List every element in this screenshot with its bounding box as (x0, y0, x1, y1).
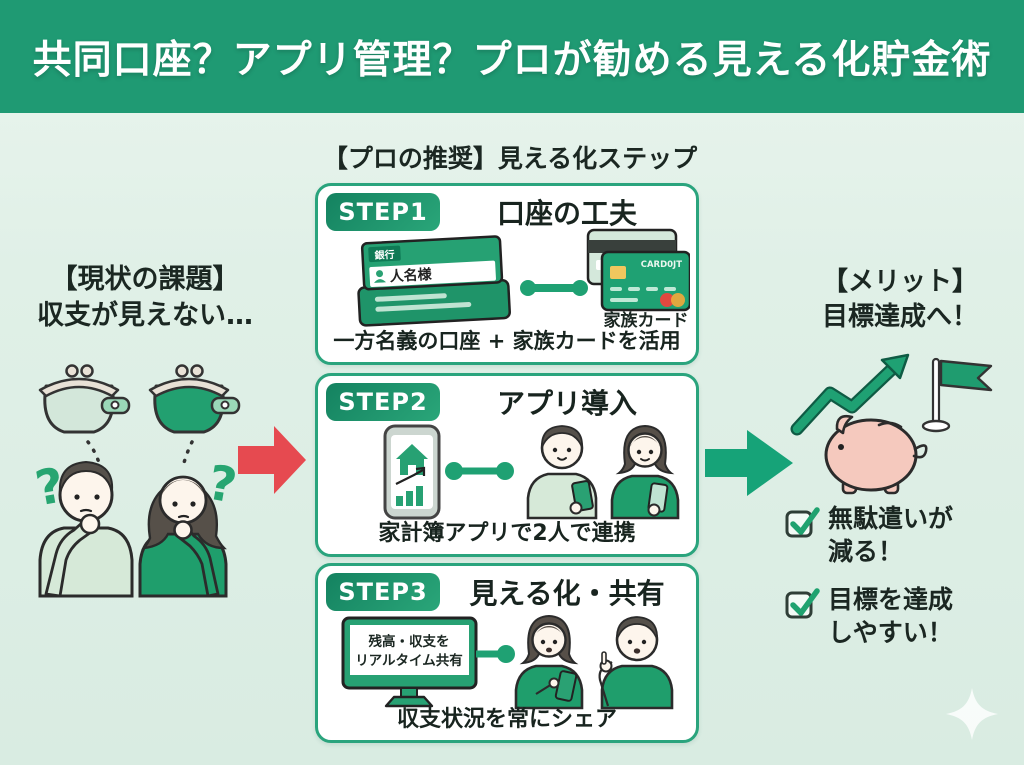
step2-caption: 家計簿アプリで2人で連携 (378, 521, 636, 546)
step1-caption: 一方名義の口座 + 家族カードを活用 (333, 329, 681, 353)
page-title: 共同口座？アプリ管理？プロが勧める見える化貯金術 (32, 37, 992, 83)
thinking-woman-illustration (138, 475, 228, 598)
step1-box: STEP1 口座の工夫 銀行 人名様 (315, 183, 699, 365)
merit-title-line1: 【メリット】 (821, 267, 978, 297)
step1-title: 口座の工夫 (496, 197, 637, 230)
benefit-2-line2: しやすい！ (828, 617, 953, 647)
process-title: 【プロの推奨】見える化ステップ (322, 144, 698, 173)
man-with-phone-illustration (526, 425, 598, 520)
person-icon (376, 270, 384, 278)
header: 共同口座？アプリ管理？プロが勧める見える化貯金術 (0, 0, 1024, 113)
budget-app-phone-icon (383, 424, 441, 520)
coin-purse-green-icon (148, 364, 241, 434)
goal-flag-icon (921, 357, 993, 433)
connector-line (445, 462, 514, 480)
connector-line (476, 645, 515, 663)
step2-title: アプリ導入 (496, 387, 637, 420)
green-arrow-icon (705, 430, 793, 496)
woman-sharing-illustration (514, 614, 584, 710)
bank-label: 銀行 (374, 248, 395, 262)
checkbox-check-icon (785, 588, 820, 619)
step3-caption: 収支状況を常にシェア (396, 707, 617, 732)
thought-dots-icon (86, 440, 102, 468)
thought-dots-icon (181, 440, 194, 468)
checkbox-check-icon (785, 507, 820, 538)
account-holder-label: 人名様 (389, 266, 433, 285)
step1-badge: STEP1 (326, 193, 440, 231)
step3-illustration: 残高・収支を リアルタイム共有 (341, 614, 674, 710)
thinking-man-illustration (38, 460, 134, 598)
connector-line (520, 280, 588, 296)
house-icon (396, 444, 428, 459)
step3-badge: STEP3 (326, 573, 440, 611)
monitor-text-line2: リアルタイム共有 (355, 652, 463, 669)
coin-purse-light-icon (38, 364, 131, 434)
family-card-caption: 家族カード (604, 310, 689, 329)
merit-title-line2: 目標達成へ！ (821, 302, 978, 333)
merit-title: 【メリット】 目標達成へ！ (778, 265, 1022, 335)
piggy-bank-icon (824, 414, 928, 495)
step1-illustration: 銀行 人名様 CARD0JT (357, 228, 690, 329)
current-problem-illustration: ? ? (31, 364, 241, 598)
step2-badge: STEP2 (326, 383, 440, 421)
step2-illustration (383, 424, 680, 520)
family-cards-illustration: CARD0JT (586, 228, 690, 312)
benefit-text: 目標を達成 しやすい！ (828, 584, 953, 649)
step3-box: STEP3 見える化・共有 残高・収支を リアルタイム共有 (315, 563, 699, 743)
card-brand-label: CARD0JT (641, 260, 682, 270)
growth-arrow-icon (790, 353, 910, 436)
benefit-item-1: 無駄遣いが 減る！ (784, 503, 1020, 568)
woman-with-phone-illustration (610, 424, 680, 520)
red-arrow-icon (238, 426, 306, 494)
step3-title: 見える化・共有 (469, 577, 665, 610)
challenge-title-line1: 【現状の課題】 (50, 264, 240, 295)
benefit-1-line1: 無駄遣いが (828, 504, 954, 533)
benefit-text: 無駄遣いが 減る！ (828, 503, 953, 568)
man-sharing-illustration (598, 616, 674, 710)
monitor-illustration: 残高・収支を リアルタイム共有 (341, 616, 478, 708)
bankbook-illustration: 銀行 人名様 (357, 235, 511, 327)
benefit-2-line1: 目標を達成 (828, 585, 954, 614)
challenge-title: 【現状の課題】 収支が見えない… (10, 262, 280, 335)
benefit-item-2: 目標を達成 しやすい！ (784, 584, 1020, 649)
benefits-list: 無駄遣いが 減る！ 目標を達成 しやすい！ (784, 503, 1020, 649)
challenge-title-line2: 収支が見えない… (37, 300, 253, 332)
sparkle-icon (946, 688, 998, 740)
benefit-1-line2: 減る！ (828, 536, 904, 566)
step2-box: STEP2 アプリ導入 (315, 373, 699, 557)
goal-illustration (790, 353, 993, 495)
monitor-text-line1: 残高・収支を (369, 633, 450, 650)
